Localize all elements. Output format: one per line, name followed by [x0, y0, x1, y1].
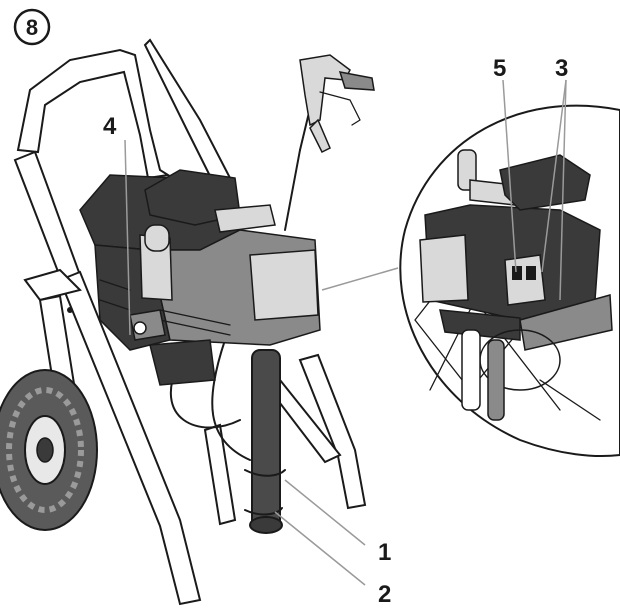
- step-badge: 8: [13, 8, 51, 46]
- detail-magnifier: [321, 104, 620, 458]
- spray-gun-hose: [284, 54, 375, 231]
- callout-5: 5: [493, 55, 506, 82]
- callout-1: 1: [378, 539, 391, 566]
- step-number: 8: [26, 15, 38, 40]
- suction-tube: [244, 349, 286, 534]
- callout-leaders: [124, 79, 567, 586]
- pump-body: [67, 169, 321, 386]
- wheel: [0, 369, 98, 531]
- callout-3: 3: [555, 55, 568, 82]
- callout-4: 4: [103, 113, 117, 140]
- cart-frame: [13, 38, 367, 606]
- callout-2: 2: [378, 581, 391, 608]
